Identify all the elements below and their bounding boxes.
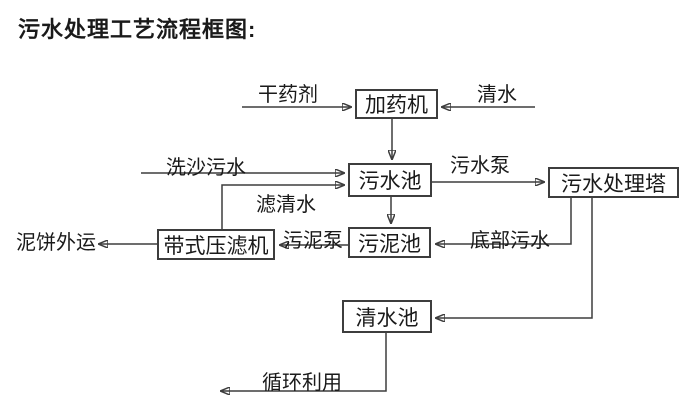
node-dosing-machine: 加药机	[355, 89, 438, 119]
node-sludge-pool: 污泥池	[348, 227, 431, 258]
edge-label-sewage-pump: 污水泵	[450, 155, 510, 177]
node-clean-water-pool: 清水池	[342, 300, 432, 333]
page-title: 污水处理工艺流程框图:	[18, 17, 257, 42]
edge-label-sand-washing-sewage: 洗沙污水	[166, 157, 246, 179]
edge-label-recycle: 循环利用	[262, 372, 342, 394]
edge-label-clean-water: 清水	[477, 84, 517, 106]
edge-label-dry-agent: 干药剂	[258, 84, 318, 106]
arrow-bottom-sewage-to-sludge-pool	[436, 198, 572, 244]
node-belt-filter-press: 带式压滤机	[157, 229, 275, 260]
arrow-filtered-water-to-sewage-pool	[221, 185, 344, 229]
edge-label-filtered-water: 滤清水	[256, 194, 316, 216]
edge-label-bottom-sewage: 底部污水	[470, 230, 550, 252]
node-treatment-tower: 污水处理塔	[548, 167, 679, 198]
node-sewage-pool: 污水池	[348, 163, 432, 197]
edge-label-sludge-pump: 污泥泵	[283, 230, 343, 252]
arrow-clean-water-pool-to-recycle	[221, 333, 387, 391]
edge-label-mud-cake-out: 泥饼外运	[16, 232, 96, 254]
arrow-treatment-tower-to-clean-water-pool	[436, 198, 593, 318]
